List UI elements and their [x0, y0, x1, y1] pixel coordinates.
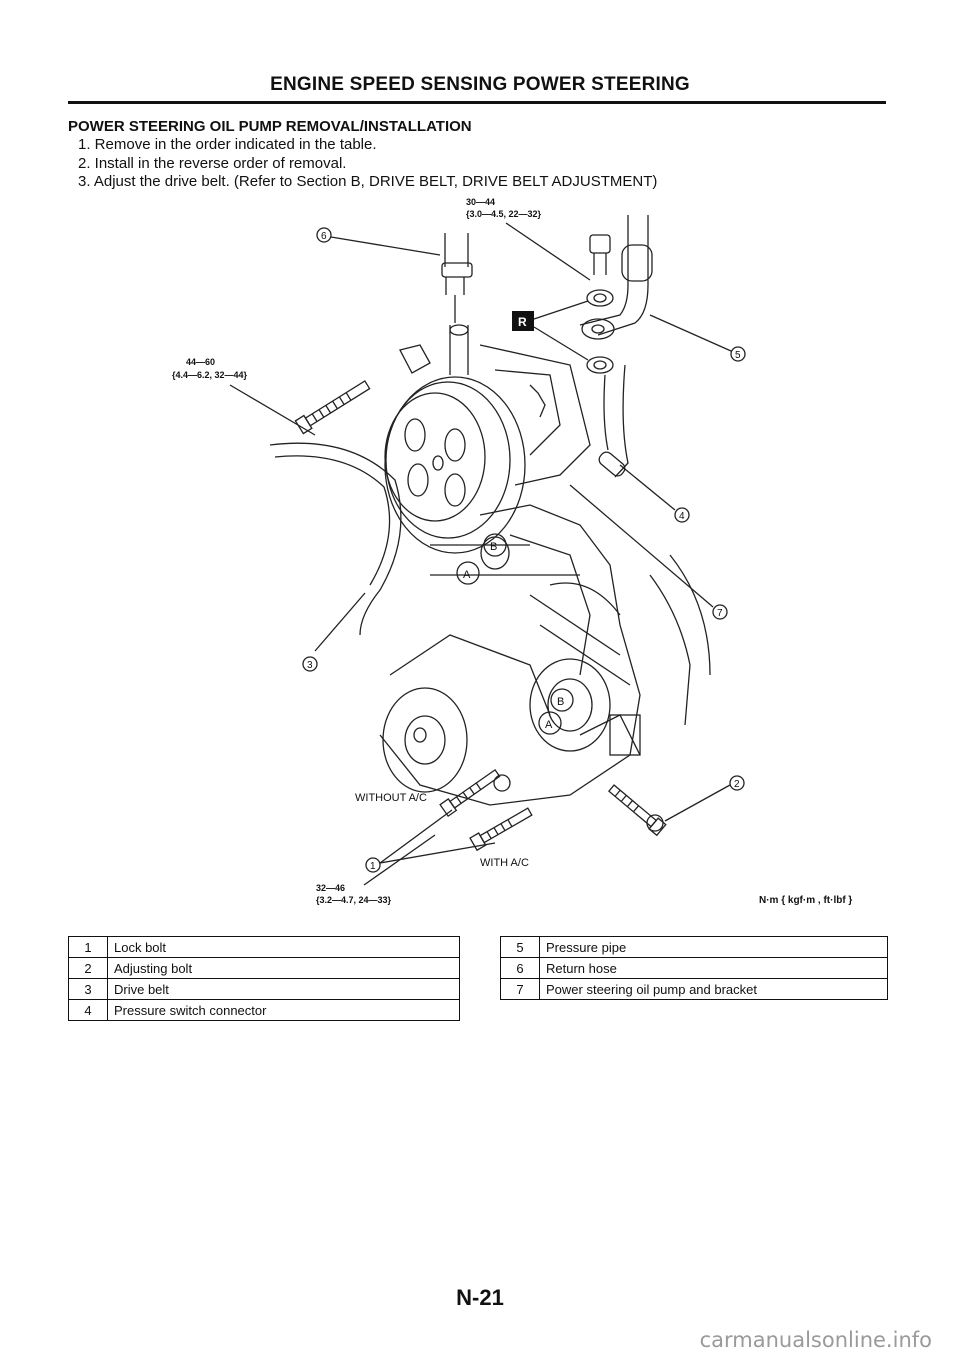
torque-units-note: N·m { kgf·m , ft·lbf } — [759, 895, 853, 906]
svg-text:7: 7 — [717, 608, 723, 619]
part-name: Return hose — [539, 957, 888, 979]
part-number: 3 — [68, 978, 108, 1000]
callout-6: 6 — [316, 227, 441, 256]
label-with-ac: WITH A/C — [480, 857, 529, 869]
svg-text:6: 6 — [321, 231, 327, 242]
section-title: POWER STEERING OIL PUMP REMOVAL/INSTALLA… — [68, 118, 472, 135]
pump-exploded-diagram: 30—44 {3.0—4.5, 22—32} 44—60 {4.4—6.2, 3… — [172, 197, 746, 905]
tag-b-lower — [550, 688, 574, 712]
torque-bottom-line2: {3.2—4.7, 24—33} — [316, 895, 392, 905]
header-rule — [68, 101, 886, 104]
part-name: Power steering oil pump and bracket — [539, 978, 888, 1000]
table-row: 1 Lock bolt — [68, 936, 460, 958]
svg-text:3: 3 — [307, 660, 313, 671]
page-header-title: ENGINE SPEED SENSING POWER STEERING — [270, 74, 690, 95]
table-row: 2 Adjusting bolt — [68, 957, 460, 979]
table-row: 3 Drive belt — [68, 978, 460, 1000]
callout-2: 2 — [664, 775, 745, 822]
pump-body — [479, 344, 591, 486]
part-name: Pressure switch connector — [107, 999, 460, 1021]
torque-left-line1: 44—60 — [186, 357, 215, 367]
callout-1: 1 — [365, 809, 496, 873]
table-row: 4 Pressure switch connector — [68, 999, 460, 1021]
svg-text:5: 5 — [735, 350, 741, 361]
part-name: Adjusting bolt — [107, 957, 460, 979]
lock-bolt-upper — [294, 380, 371, 435]
watermark-text: carmanualsonline.info — [699, 1328, 932, 1352]
parts-table-right: 5 Pressure pipe 6 Return hose 7 Power st… — [500, 936, 888, 1000]
callout-7: 7 — [569, 484, 728, 620]
return-hose-upper — [444, 233, 469, 267]
part-name: Lock bolt — [107, 936, 460, 958]
torque-left-line2: {4.4—6.2, 32—44} — [172, 370, 248, 380]
pressure-pipe — [579, 215, 649, 336]
washer-lower — [586, 356, 614, 374]
torque-top-line1: 30—44 — [466, 197, 495, 207]
table-row: 7 Power steering oil pump and bracket — [500, 978, 888, 1000]
step-2: 2. Install in the reverse order of remov… — [78, 154, 347, 172]
washer-upper — [586, 289, 614, 307]
svg-text:2: 2 — [734, 779, 740, 790]
lock-bolt-with-ac — [469, 807, 533, 852]
tag-b-lower-label: B — [557, 696, 564, 708]
part-name: Pressure pipe — [539, 936, 888, 958]
table-row: 5 Pressure pipe — [500, 936, 888, 958]
part-number: 7 — [500, 978, 540, 1000]
tag-a-lower — [538, 711, 562, 735]
callout-5: 5 — [649, 314, 746, 362]
part-name: Drive belt — [107, 978, 460, 1000]
adjusting-bolt — [608, 784, 667, 837]
tag-b-upper — [483, 533, 507, 557]
svg-text:4: 4 — [679, 511, 685, 522]
torque-top-line2: {3.0—4.5, 22—32} — [466, 209, 542, 219]
part-number: 6 — [500, 957, 540, 979]
parts-table-left: 1 Lock bolt 2 Adjusting bolt 3 Drive bel… — [68, 936, 460, 1021]
hose-clamp — [441, 262, 473, 278]
new-part-badge — [512, 311, 534, 331]
callout-3: 3 — [302, 656, 318, 672]
part-number: 2 — [68, 957, 108, 979]
step-3: 3. Adjust the drive belt. (Refer to Sect… — [78, 173, 658, 190]
tag-b-upper-label: B — [490, 541, 497, 553]
instruction-steps: 1. Remove in the order indicated in the … — [78, 136, 657, 192]
label-without-ac: WITHOUT A/C — [355, 792, 427, 804]
svg-text:1: 1 — [370, 861, 376, 872]
part-number: 5 — [500, 936, 540, 958]
leader-left-bolt — [229, 384, 316, 436]
part-number: 1 — [68, 936, 108, 958]
leader-top-bolt — [505, 222, 591, 281]
page-number: N-21 — [456, 1285, 504, 1310]
tag-a-upper-label: A — [463, 569, 471, 581]
lock-bolt-without-ac — [439, 768, 501, 818]
torque-bottom-line1: 32—46 — [316, 883, 345, 893]
drive-belt — [269, 442, 402, 636]
new-part-badge-label: R — [518, 315, 527, 329]
pump-pulley — [384, 376, 526, 554]
tag-a-upper — [456, 561, 480, 585]
banjo-bolt — [589, 234, 611, 254]
step-1: 1. Remove in the order indicated in the … — [78, 136, 377, 153]
part-number: 4 — [68, 999, 108, 1021]
tag-a-lower-label: A — [545, 719, 553, 731]
callout-4: 4 — [619, 464, 690, 523]
table-row: 6 Return hose — [500, 957, 888, 979]
